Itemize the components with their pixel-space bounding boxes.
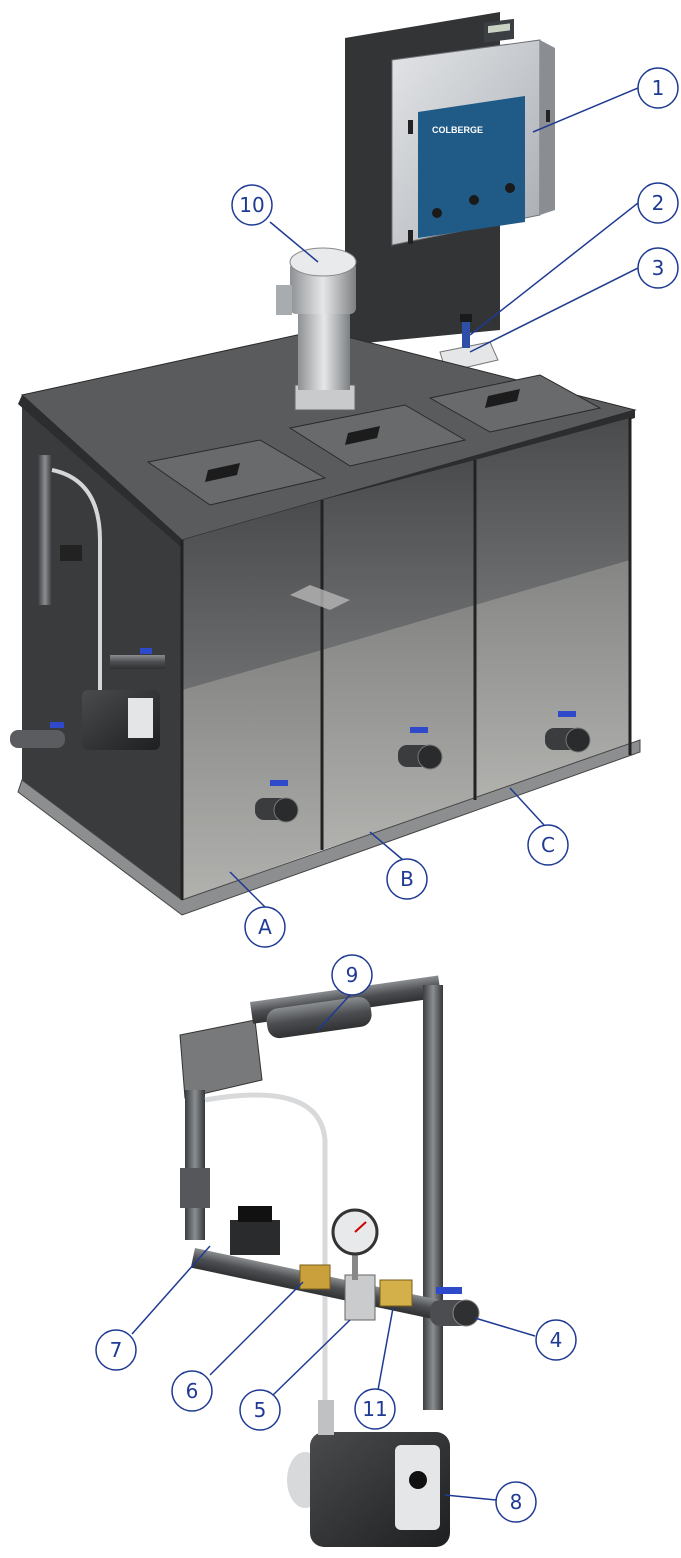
callout-4-label: 4 bbox=[550, 1328, 563, 1352]
panel-knob-left bbox=[432, 208, 442, 218]
piping-detail-assembly bbox=[179, 975, 480, 1547]
leader-5 bbox=[272, 1319, 351, 1396]
callout-c-label: C bbox=[541, 833, 555, 857]
callout-a: A bbox=[244, 906, 286, 948]
agitator-blade bbox=[290, 585, 350, 610]
dosing-tank-assembly: COLBERGE bbox=[10, 12, 641, 916]
leader-8 bbox=[444, 1494, 497, 1501]
callout-a-label: A bbox=[258, 915, 272, 939]
callout-11: 11 bbox=[354, 1388, 396, 1430]
panel-brand: COLBERGE bbox=[432, 125, 483, 135]
dosing-hose bbox=[204, 1092, 328, 1400]
pressure-regulator bbox=[344, 1274, 376, 1321]
callout-2-label: 2 bbox=[652, 191, 665, 215]
callout-4: 4 bbox=[535, 1319, 577, 1361]
callout-8: 8 bbox=[495, 1481, 537, 1523]
callout-10-label: 10 bbox=[239, 193, 264, 217]
callout-7-label: 7 bbox=[110, 1338, 123, 1362]
callout-2: 2 bbox=[637, 182, 679, 224]
leader-1 bbox=[532, 87, 639, 133]
callout-1-label: 1 bbox=[652, 76, 665, 100]
drain-valve-a bbox=[255, 780, 299, 823]
solenoid-valve bbox=[230, 1206, 280, 1255]
panel-knob-mid bbox=[469, 195, 479, 205]
callout-8-label: 8 bbox=[510, 1490, 523, 1514]
drain-valve-c bbox=[545, 711, 591, 753]
leader-2 bbox=[469, 202, 639, 336]
callout-b-label: B bbox=[400, 867, 414, 891]
y-strainer bbox=[379, 1279, 413, 1307]
hatch-c bbox=[428, 374, 602, 433]
leader-11 bbox=[377, 1307, 394, 1391]
control-panel: COLBERGE bbox=[391, 18, 555, 246]
leader-C bbox=[509, 787, 545, 826]
leader-6 bbox=[209, 1281, 304, 1376]
callout-11-label: 11 bbox=[362, 1397, 387, 1421]
ball-valve bbox=[430, 1287, 480, 1327]
side-plumbing bbox=[10, 455, 165, 750]
drain-valve-b bbox=[398, 727, 443, 770]
pressure-gauge bbox=[331, 1208, 379, 1280]
callout-3-label: 3 bbox=[652, 256, 665, 280]
callout-6-label: 6 bbox=[186, 1379, 199, 1403]
leader-B bbox=[369, 831, 404, 861]
leader-A bbox=[229, 871, 266, 908]
brass-fitting bbox=[299, 1264, 331, 1290]
leader-9 bbox=[317, 994, 351, 1031]
leader-7 bbox=[131, 1245, 211, 1335]
leader-3 bbox=[469, 267, 639, 353]
silencer bbox=[266, 996, 372, 1039]
callout-6: 6 bbox=[171, 1370, 213, 1412]
vertical-return-pipe bbox=[423, 985, 443, 1410]
leader-4 bbox=[474, 1317, 536, 1337]
callout-10: 10 bbox=[231, 184, 273, 226]
callout-3: 3 bbox=[637, 247, 679, 289]
leader-10 bbox=[269, 221, 319, 263]
suction-pipe bbox=[185, 1090, 205, 1240]
callout-7: 7 bbox=[95, 1329, 137, 1371]
callout-5-label: 5 bbox=[254, 1398, 267, 1422]
dosing-pump bbox=[287, 1400, 450, 1547]
callout-9-label: 9 bbox=[346, 963, 359, 987]
callout-c: C bbox=[527, 824, 569, 866]
callout-9: 9 bbox=[331, 954, 373, 996]
callout-1: 1 bbox=[637, 67, 679, 109]
callout-leaders bbox=[131, 87, 639, 1501]
callout-bubbles: 1 2 3 10 A B C 9 bbox=[95, 67, 679, 1523]
callout-5: 5 bbox=[239, 1389, 281, 1431]
panel-knob-right bbox=[505, 183, 515, 193]
mixer-motor bbox=[276, 247, 357, 411]
panel-blue-face bbox=[418, 96, 525, 238]
flange-plate bbox=[179, 1019, 263, 1099]
callout-b: B bbox=[386, 858, 428, 900]
